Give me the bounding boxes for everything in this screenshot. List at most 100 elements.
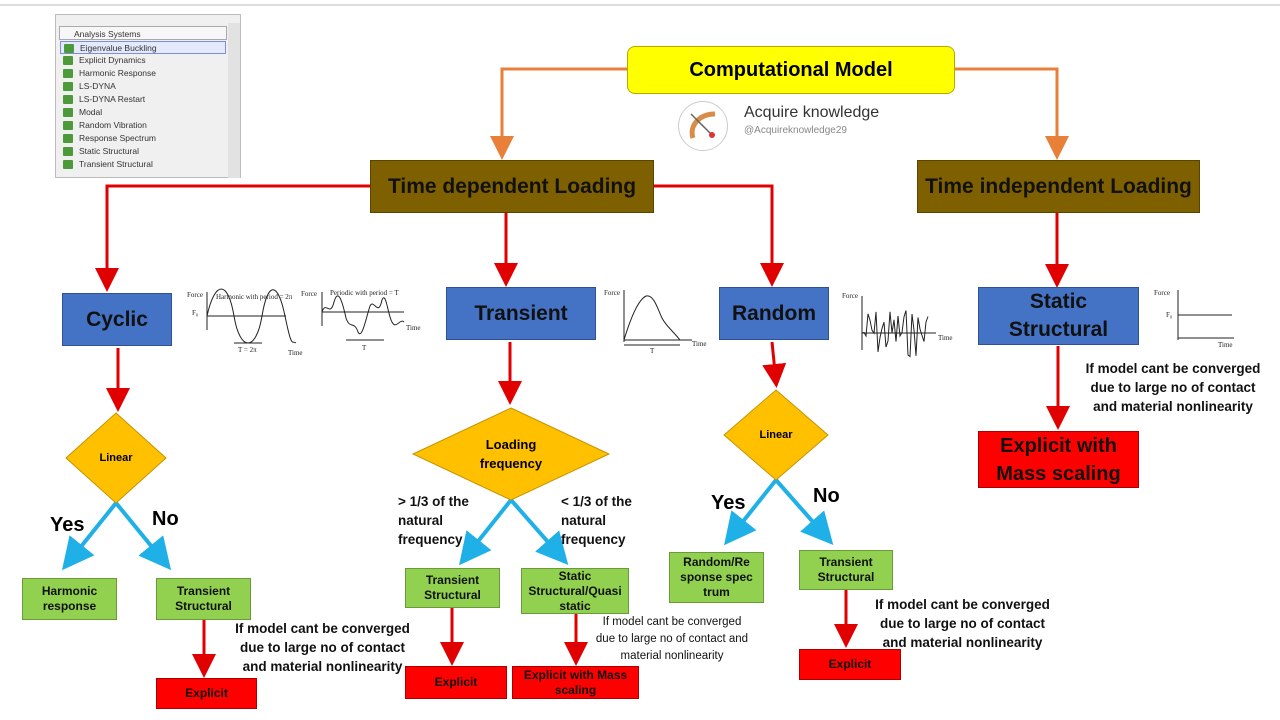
analysis-systems-panel: Analysis Systems Eigenvalue Buckling Exp… — [55, 14, 241, 178]
item-label: Explicit Dynamics — [79, 55, 146, 65]
explicit-box: Explicit — [156, 678, 257, 709]
item-label: Static Structural — [79, 146, 139, 156]
explicit-mass-scaling-box: Explicit with Mass scaling — [512, 666, 639, 699]
graph-random — [861, 296, 936, 358]
graph-label: Time — [692, 340, 707, 348]
graph-title: Harmonic with period = 2π — [216, 293, 293, 301]
transient-box: Transient — [446, 287, 596, 340]
panel-item[interactable]: Eigenvalue Buckling — [60, 41, 226, 54]
arrow-transient-left — [459, 498, 513, 566]
convergence-note: If model cant be converged due to large … — [235, 621, 410, 674]
item-label: Modal — [79, 107, 103, 117]
random-box: Random — [719, 287, 829, 340]
panel-item[interactable]: Transient Structural — [60, 158, 226, 171]
analysis-icon — [63, 69, 73, 78]
graph-label: Time — [1218, 341, 1233, 349]
analysis-icon — [63, 95, 73, 104]
item-label: Harmonic Response — [79, 68, 157, 78]
analysis-icon — [63, 56, 73, 65]
item-label: LS-DYNA — [79, 81, 116, 91]
bow-arrow-icon — [689, 111, 716, 139]
panel-item[interactable]: Random Vibration — [60, 119, 226, 132]
decision-random-linear — [723, 389, 829, 481]
analysis-icon — [63, 121, 73, 130]
transient-structural-box: Transient Structural — [799, 550, 893, 590]
arrow-root-to-independent — [955, 67, 1069, 160]
cyclic-box: Cyclic — [62, 293, 172, 346]
time-dependent-loading-box: Time dependent Loading — [370, 160, 654, 213]
item-label: Transient Structural — [79, 159, 153, 169]
graph-label: F₀ — [192, 309, 199, 317]
panel-item[interactable]: Static Structural — [60, 145, 226, 158]
panel-item[interactable]: Modal — [60, 106, 226, 119]
graph-label: Time — [938, 334, 953, 342]
graph-label: Time — [288, 349, 303, 357]
arrow-random-no — [774, 478, 834, 546]
analysis-icon — [63, 108, 73, 117]
arrow-cyclic-no — [114, 501, 172, 571]
graph-label: Force — [842, 292, 858, 300]
brand-logo — [678, 101, 728, 151]
graph-label: T — [650, 347, 655, 355]
condition-label: > 1/3 of the natural frequency — [398, 494, 469, 547]
analysis-icon — [63, 82, 73, 91]
yes-label: Yes — [711, 492, 746, 514]
explicit-box: Explicit — [799, 649, 901, 680]
graph-label: Force — [301, 290, 317, 298]
decision-label: Linear — [759, 429, 793, 441]
arrow-random-yes — [724, 478, 778, 546]
graph-harmonic — [206, 288, 297, 344]
decision-cyclic-linear — [65, 412, 167, 504]
graph-label: Force — [604, 289, 620, 297]
graph-label: Force — [187, 291, 203, 299]
analysis-icon — [63, 160, 73, 169]
no-label: No — [813, 485, 840, 507]
graph-title: Periodic with period = T — [330, 289, 399, 297]
no-label: No — [152, 508, 179, 530]
panel-item[interactable]: LS-DYNA — [60, 80, 226, 93]
arrow-root-to-dependent — [490, 67, 627, 160]
decision-label: Linear — [99, 452, 133, 464]
graph-static — [1177, 290, 1234, 340]
panel-item[interactable]: Harmonic Response — [60, 67, 226, 80]
transient-structural-box: Transient Structural — [405, 568, 500, 608]
time-independent-loading-box: Time independent Loading — [917, 160, 1200, 213]
panel-item[interactable]: Response Spectrum — [60, 132, 226, 145]
static-quasi-box: Static Structural/Quasi static — [521, 568, 629, 614]
panel-item[interactable]: Explicit Dynamics — [60, 54, 226, 67]
convergence-note: If model cant be converged due to large … — [875, 597, 1050, 650]
explicit-box: Explicit — [405, 666, 507, 699]
item-label: LS-DYNA Restart — [79, 94, 146, 104]
computational-model-box: Computational Model — [627, 46, 955, 94]
transient-structural-box: Transient Structural — [156, 578, 251, 620]
arrow-to-cyclic — [95, 184, 370, 292]
item-label: Eigenvalue Buckling — [80, 43, 157, 53]
convergence-note: If model cant be converged due to large … — [595, 616, 749, 662]
convergence-note: If model cant be converged due to large … — [1085, 361, 1261, 414]
graph-label: Time — [406, 324, 421, 332]
arrow-transient-right — [509, 498, 569, 566]
analysis-icon — [63, 147, 73, 156]
decision-loading-frequency — [411, 407, 611, 501]
graph-label: T — [362, 344, 367, 352]
top-border — [0, 4, 1280, 6]
graph-label: T = 2π — [238, 346, 257, 354]
analysis-icon — [64, 44, 74, 53]
arrow-cyclic-yes — [61, 501, 118, 571]
static-structural-box: Static Structural — [978, 287, 1139, 345]
decision-label: Loading frequency — [479, 437, 543, 471]
panel-item[interactable]: LS-DYNA Restart — [60, 93, 226, 106]
graph-transient — [623, 290, 692, 346]
item-label: Random Vibration — [79, 120, 147, 130]
graph-label: Force — [1154, 289, 1170, 297]
item-label: Response Spectrum — [79, 133, 157, 143]
brand-handle: @Acquireknowledge29 — [744, 125, 847, 136]
explicit-mass-scaling-box: Explicit with Mass scaling — [978, 431, 1139, 488]
condition-label: < 1/3 of the natural frequency — [561, 494, 632, 547]
graph-label: F₀ — [1166, 311, 1173, 319]
scrollbar[interactable] — [228, 23, 240, 178]
graph-periodic — [321, 292, 405, 341]
brand-name: Acquire knowledge — [744, 104, 880, 121]
panel-header[interactable]: Analysis Systems — [59, 26, 227, 40]
